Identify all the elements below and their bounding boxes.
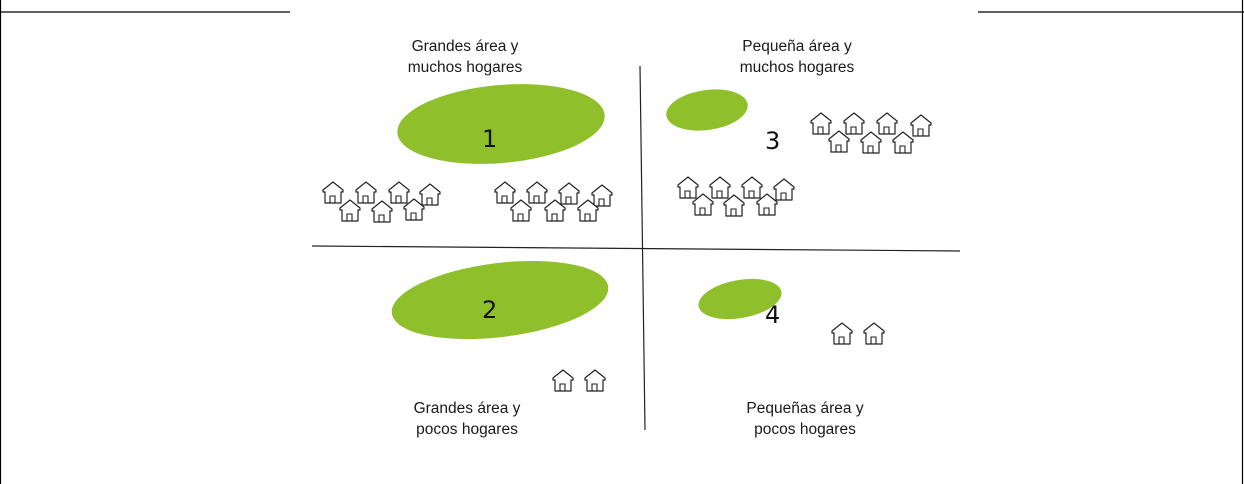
quadrant-3-label-line2: muchos hogares [739, 59, 855, 76]
house-cluster-q1-right [494, 181, 613, 222]
quadrant-2-label: Grandes área y pocos hogares [357, 398, 577, 440]
quadrant-4-label-line2: pocos hogares [754, 421, 856, 438]
house-cluster-q3-bottom [677, 176, 795, 217]
quadrant-3-label: Pequeña área y muchos hogares [687, 36, 907, 78]
quadrant-4-label-line1: Pequeñas área y [746, 400, 864, 417]
quadrant-3-label-line1: Pequeña área y [742, 38, 852, 55]
quadrant-1-label: Grandes área y muchos hogares [355, 36, 575, 78]
green-area-blob-3 [666, 89, 748, 131]
quadrant-1-label-line1: Grandes área y [411, 38, 519, 55]
quadrant-2-number: 2 [482, 296, 498, 324]
quadrant-1-number: 1 [482, 125, 498, 153]
green-area-blob-2 [391, 260, 609, 340]
green-area-blob-1 [397, 84, 605, 164]
house-pair-q2 [552, 369, 606, 392]
horizontal-axis [311, 245, 961, 252]
quadrant-2-label-line1: Grandes área y [413, 400, 521, 417]
house-cluster-q3-top [810, 112, 932, 154]
house-cluster-q1-left [322, 181, 441, 223]
house-pair-q4 [831, 322, 885, 345]
quadrant-1-label-line2: muchos hogares [407, 59, 523, 76]
quadrant-2-label-line2: pocos hogares [416, 421, 518, 438]
green-area-blob-4 [698, 278, 782, 320]
quadrant-3-number: 3 [765, 127, 781, 155]
quadrant-4-label: Pequeñas área y pocos hogares [695, 398, 915, 440]
quadrant-4-number: 4 [765, 301, 781, 329]
